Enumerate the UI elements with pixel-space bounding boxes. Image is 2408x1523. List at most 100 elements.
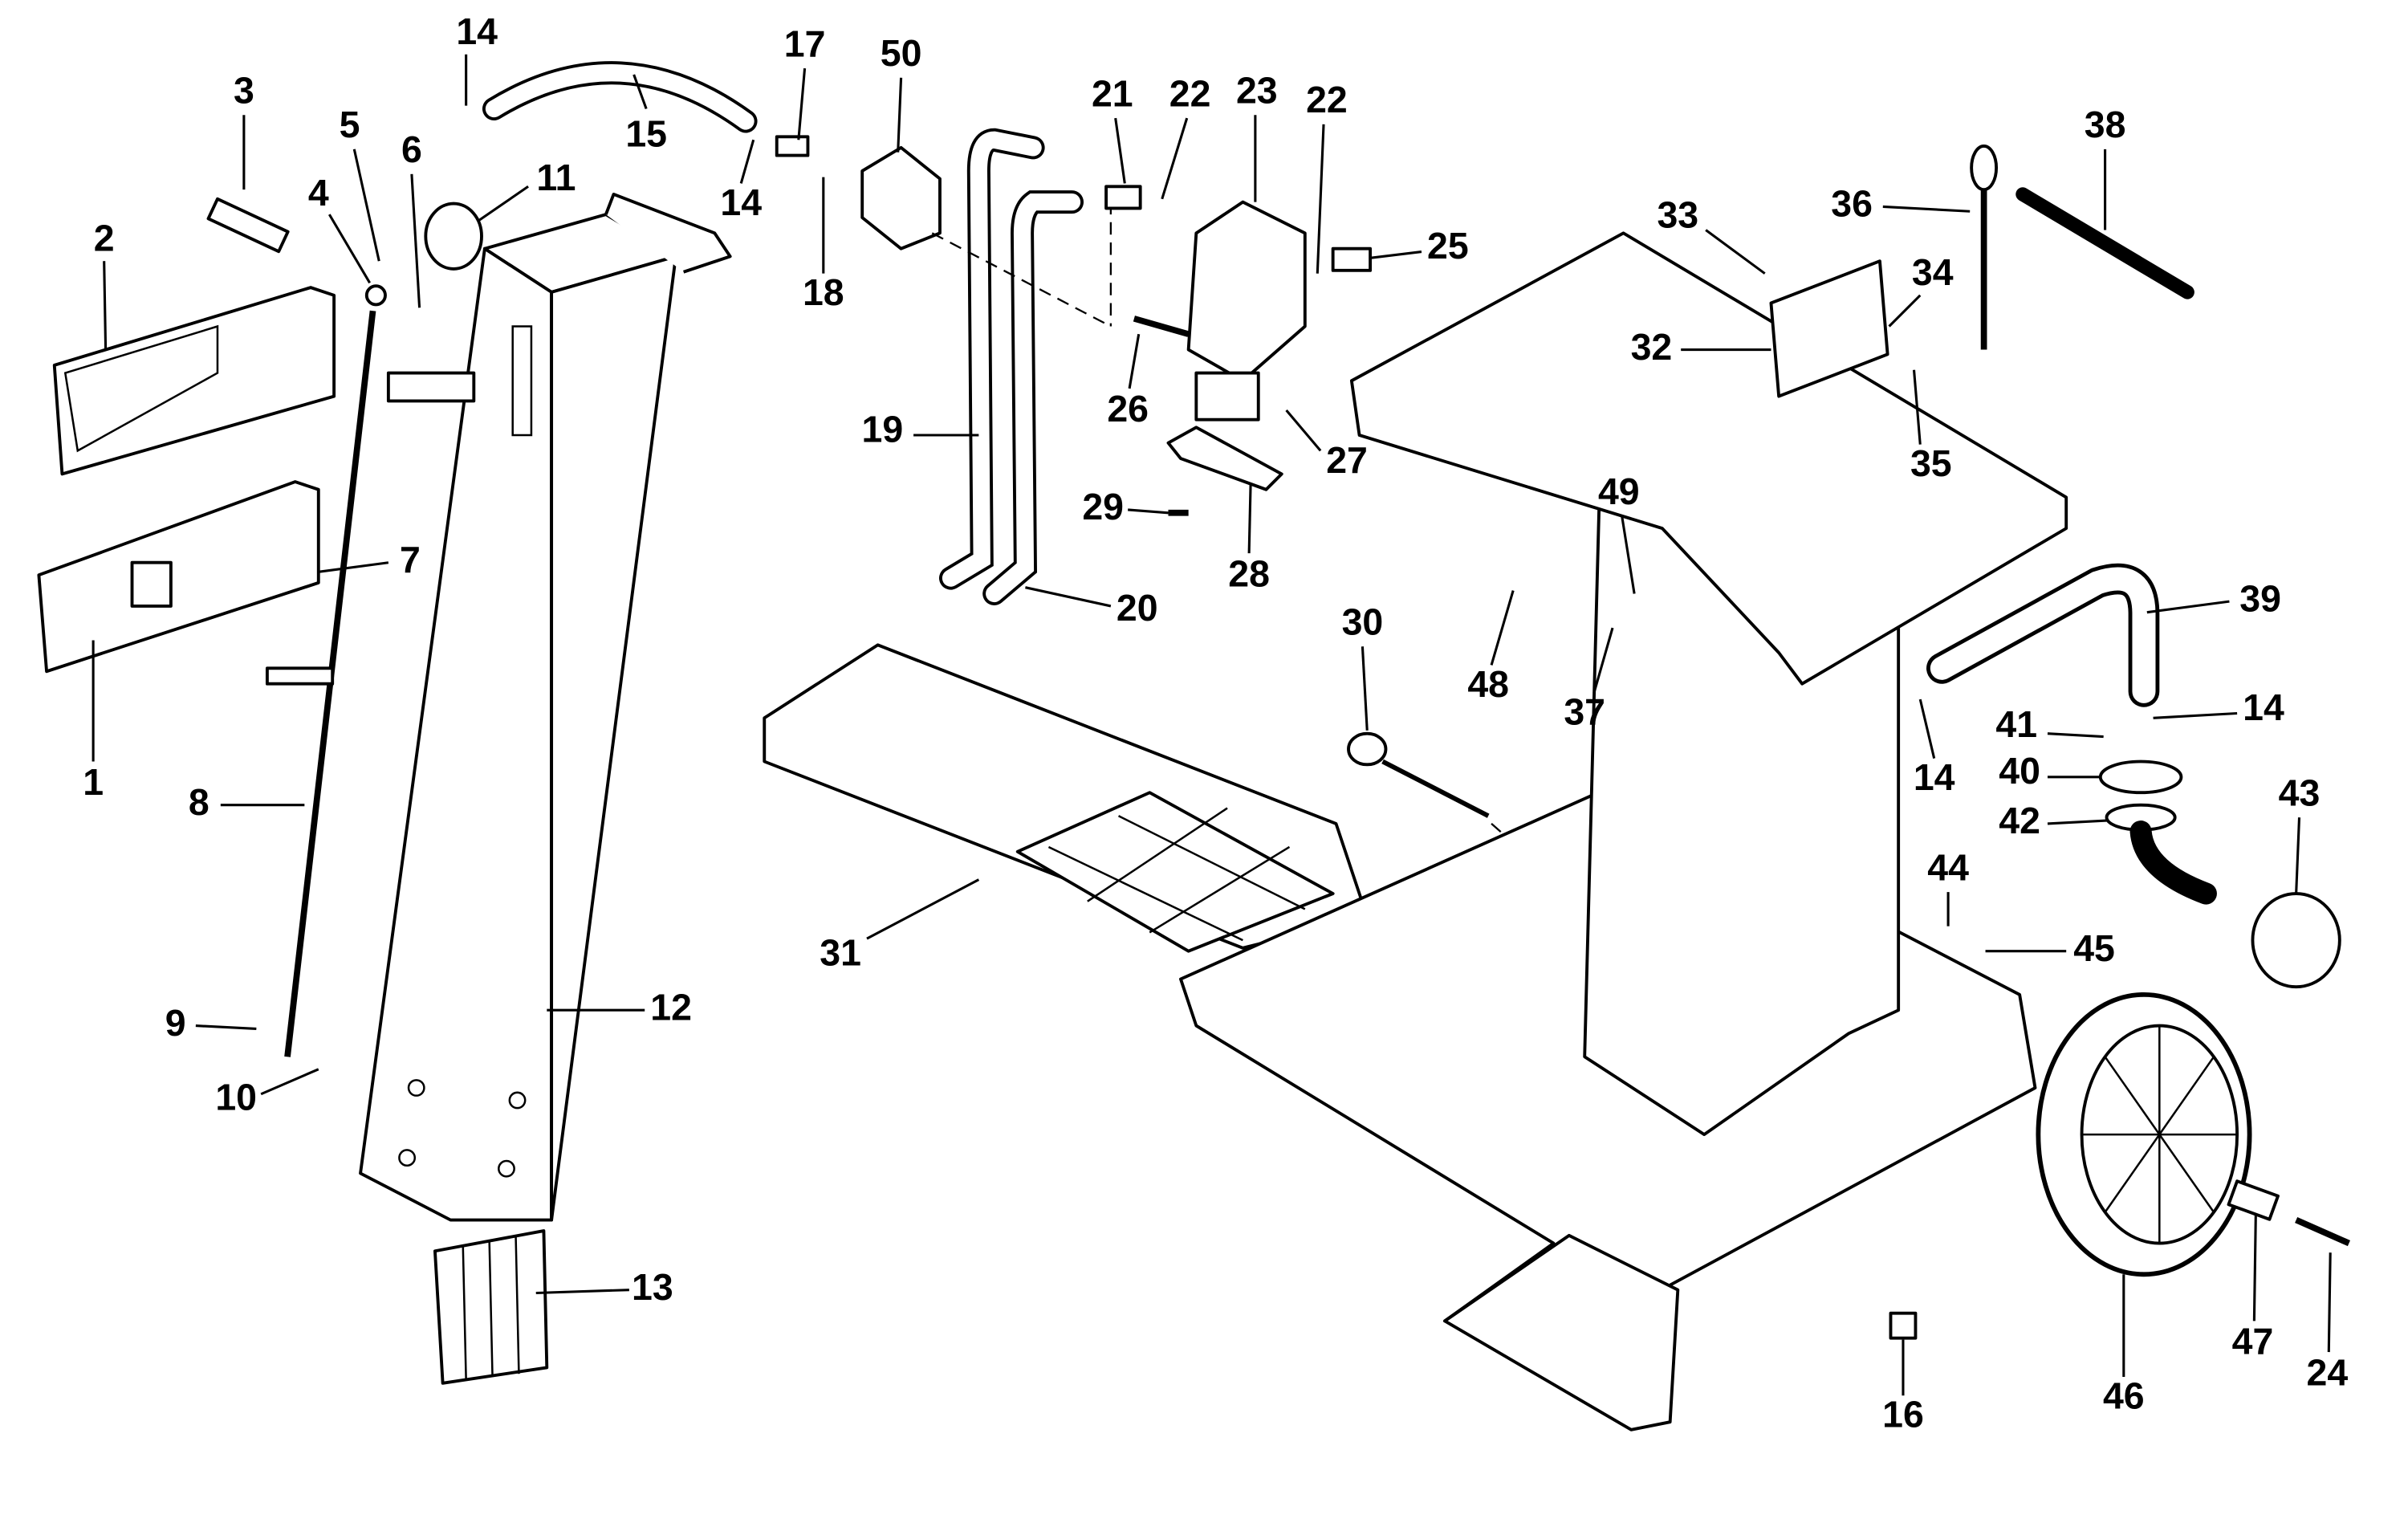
leader-line [327,214,371,284]
leader-line [535,1289,629,1295]
leader-line [1369,250,1422,259]
callout-7: 7 [400,539,421,580]
callout-1: 1 [83,761,104,803]
callout-26: 26 [1107,388,1149,430]
part-return-pipe [1926,563,2160,707]
callout-30: 30 [1342,601,1384,642]
part-bar [2015,187,2194,299]
callout-6: 6 [401,128,422,170]
callout-45: 45 [2073,927,2115,969]
part-grip-plate [1769,259,1889,398]
callout-36: 36 [1831,183,1873,225]
callout-41: 41 [1995,703,2037,745]
part-wedge-face [63,324,219,453]
part-column-slot [511,325,533,437]
leader-line [2295,817,2301,894]
part-cover-disk [424,202,483,271]
callout-20: 20 [1117,587,1158,629]
part-axle-bolt [2295,1216,2351,1247]
callout-10: 10 [215,1077,257,1118]
leader-line [2153,711,2238,719]
leader-line [410,173,421,308]
leader-line [1285,409,1322,452]
leader-line [1882,205,1971,213]
leader-line [1490,590,1515,666]
part-control-valve [1186,200,1307,383]
callout-14: 14 [720,181,762,223]
callout-33: 33 [1657,193,1698,235]
part-wedge-plate-lower [37,480,320,674]
leader-line [2047,732,2104,739]
leader-line [1316,124,1325,274]
callout-47: 47 [2232,1321,2274,1362]
leader-line [897,77,903,153]
part-fitting [775,135,810,157]
part-dipstick-rod [1381,759,1490,818]
callout-9: 9 [165,1002,186,1044]
part-fitting-25 [1331,246,1373,272]
part-column-handle [604,193,732,274]
part-column-side [550,255,677,1222]
part-bolts [1133,316,1190,516]
leader-line [739,139,755,184]
part-column-bracket [386,371,476,403]
leader-line [2146,600,2230,614]
callout-27: 27 [1326,439,1368,481]
callout-15: 15 [625,113,667,155]
leader-line [260,1068,319,1096]
leader-line [1025,586,1112,608]
part-wedge-plate-upper [52,286,336,476]
callout-14: 14 [1914,756,1955,798]
leader-line [1128,508,1169,515]
leader-line [866,878,980,940]
callout-5: 5 [340,104,360,145]
part-dipstick [1347,731,1388,767]
part-filter-cap [2251,892,2341,989]
callout-42: 42 [1999,800,2040,841]
callout-13: 13 [632,1266,673,1308]
part-hydraulic-hose-1-inner [942,131,1042,587]
part-filter-flange [2098,759,2183,795]
callout-40: 40 [1999,750,2040,792]
leader-line [1247,484,1252,554]
callout-35: 35 [1910,442,1952,484]
part-column-holes [398,1079,527,1178]
part-spacer [2227,1179,2280,1221]
part-pushplate-grid [1047,807,1306,942]
callout-16: 16 [1882,1394,1924,1435]
part-pad-grooves [462,1236,520,1380]
leader-line [797,68,807,140]
part-column-front [359,246,554,1222]
callout-3: 3 [234,69,254,111]
part-nut [364,284,387,307]
leader-line [2252,1215,2257,1321]
callout-22: 22 [1306,79,1348,120]
callout-49: 49 [1598,470,1640,512]
callout-8: 8 [189,781,209,823]
callout-34: 34 [1912,251,1954,293]
part-pushplate [1015,791,1335,953]
leader-line [478,185,529,222]
leader-line [1128,333,1141,389]
leader-line [318,561,389,573]
callout-14: 14 [2243,686,2284,728]
part-pin [206,197,290,254]
callout-29: 29 [1082,486,1124,527]
callout-4: 4 [308,172,329,214]
leader-line [1592,627,1614,694]
part-return-pipe-inner [1930,567,2156,703]
callout-38: 38 [2085,104,2126,145]
callout-46: 46 [2103,1374,2145,1416]
parts-drawing [37,61,2351,1431]
callout-2: 2 [94,217,115,259]
leader-line [1361,646,1369,731]
part-eye-pin [1970,145,1999,192]
callout-14: 14 [456,10,498,52]
leader-line [103,261,108,350]
leader-line [195,1024,257,1030]
leader-line [352,149,380,262]
leader-line [1918,698,1936,759]
callout-37: 37 [1564,691,1605,733]
callout-18: 18 [803,271,844,313]
